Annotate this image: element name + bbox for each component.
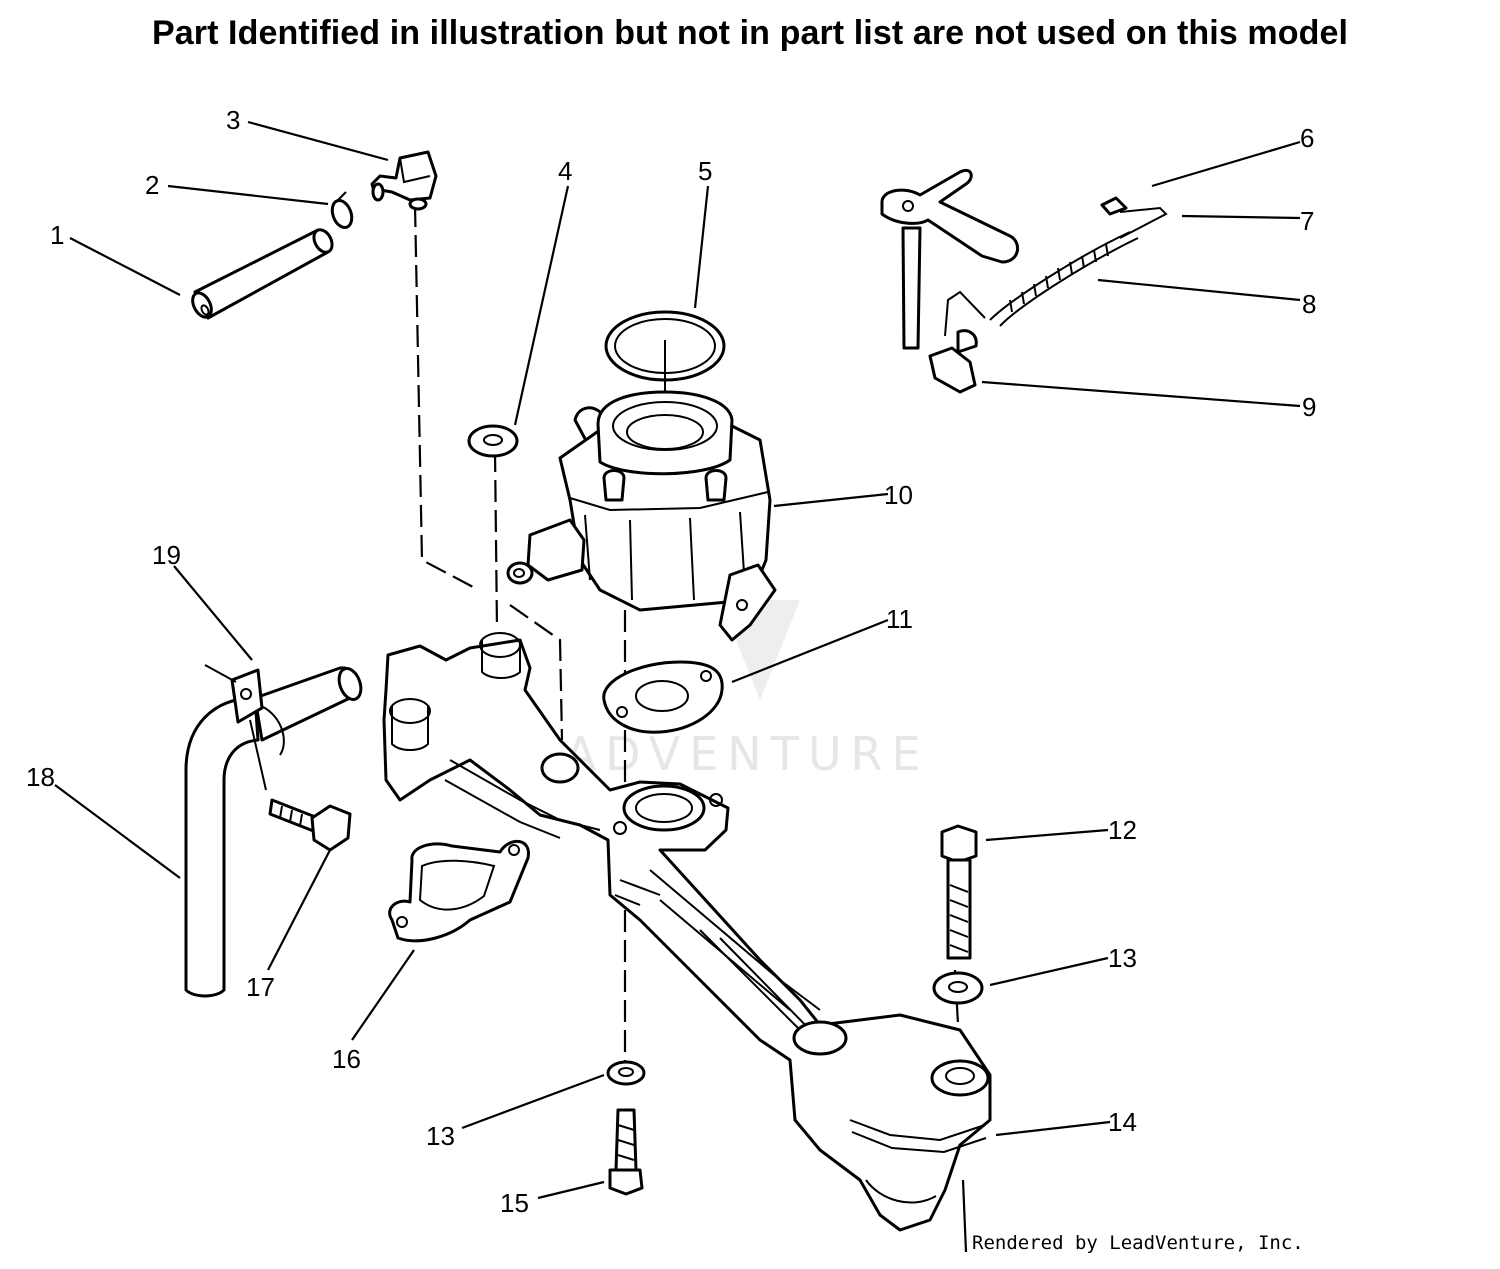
part-19-clamp-bracket xyxy=(204,664,267,791)
callout-12: 12 xyxy=(1108,815,1137,845)
part-16-manifold-gasket xyxy=(388,840,530,943)
part-15-bolt xyxy=(608,1108,644,1196)
rendered-by-credit: Rendered by LeadVenture, Inc. xyxy=(972,1232,1304,1254)
parts-6-9-lever-spring xyxy=(880,169,1168,394)
part-2-clamp xyxy=(330,191,354,230)
callout-4: 4 xyxy=(558,156,572,186)
callout-8: 8 xyxy=(1302,289,1316,319)
callout-14: 14 xyxy=(1108,1107,1137,1137)
leader-lines xyxy=(54,120,1301,1253)
part-4-washer xyxy=(467,424,519,458)
callout-10: 10 xyxy=(884,480,913,510)
callout-5: 5 xyxy=(698,156,712,186)
part-11-gasket xyxy=(602,660,724,734)
callout-19: 19 xyxy=(152,540,181,570)
part-13-washer-lower xyxy=(606,1060,646,1086)
callout-1: 1 xyxy=(50,220,64,250)
callout-3: 3 xyxy=(226,105,240,135)
part-3-elbow-fitting xyxy=(370,150,438,211)
callout-16: 16 xyxy=(332,1044,361,1074)
callout-9: 9 xyxy=(1302,392,1316,422)
callout-2: 2 xyxy=(145,170,159,200)
callout-18: 18 xyxy=(26,762,55,792)
part-10-carburetor xyxy=(506,390,777,642)
callout-17: 17 xyxy=(246,972,275,1002)
part-12-bolt xyxy=(940,824,978,960)
part-14-intake-manifold xyxy=(382,632,992,1232)
part-17-bolt xyxy=(268,798,352,852)
callout-13-lower: 13 xyxy=(426,1121,455,1151)
callout-7: 7 xyxy=(1300,206,1314,236)
part-18-breather-tube xyxy=(184,666,363,998)
callout-13-upper: 13 xyxy=(1108,943,1137,973)
part-5-o-ring xyxy=(604,310,726,395)
callout-labels: 1 2 3 4 5 6 7 8 9 10 11 12 13 13 14 15 1… xyxy=(26,105,1316,1218)
page-title: Part Identified in illustration but not … xyxy=(151,14,1349,52)
callout-11: 11 xyxy=(886,604,913,634)
part-13-washer-upper xyxy=(932,971,984,1005)
callout-15: 15 xyxy=(500,1188,529,1218)
callout-6: 6 xyxy=(1300,123,1314,153)
part-1-fuel-hose xyxy=(191,228,334,320)
